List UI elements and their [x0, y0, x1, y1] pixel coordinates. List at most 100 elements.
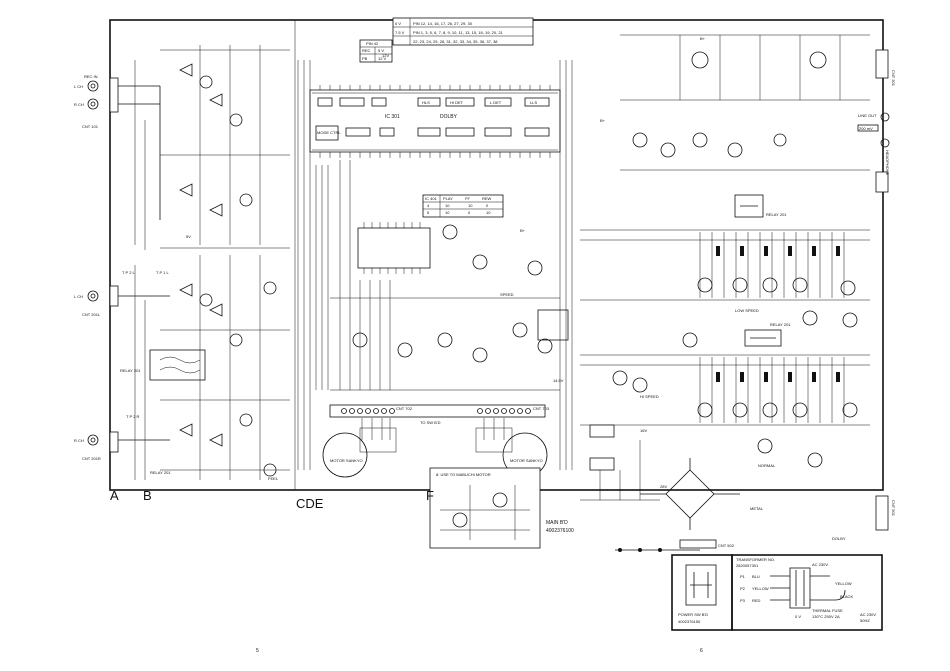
normal-label: NORMAL — [758, 463, 776, 468]
motor-left — [322, 432, 368, 478]
cnt201l-label: CNT 201L — [82, 312, 101, 317]
pin-table-r2c1: 22, 23, 24, 25, 28, 31, 32, 33, 34, 35, … — [413, 39, 498, 44]
metal-label: METAL — [750, 506, 764, 511]
fuse-spec: 130°C 250V 2A — [812, 614, 840, 619]
line-out-area: LINE OUT 200 mV CNT 301 CNT 501 — [857, 49, 896, 531]
cnt702-label: CNT 702 — [396, 406, 413, 411]
transformer-p1: P1 — [740, 574, 746, 579]
low-speed-label: LOW SPEED — [735, 308, 759, 313]
fuse-title: THERMAL FUSE — [812, 608, 843, 613]
power-sw-board: POWER SW B'D 4002376150 — [671, 554, 733, 631]
mode-ctrl-label: MODE CTRL — [317, 130, 341, 135]
hi-det-label: HI DET — [450, 100, 464, 105]
ic-table-r0c1: FF — [465, 196, 470, 201]
l-det-label: L DET — [490, 100, 502, 105]
power-sw-part: 4002376150 — [678, 619, 701, 624]
relay-201-label-b: RELAY 201 — [150, 470, 171, 475]
to-sw-bd-label: TO SW B'D — [420, 420, 441, 425]
transformer-yellow: YELLOW — [835, 581, 852, 586]
transformer-blu: BLU — [752, 574, 760, 579]
cnt101-label: CNT 101 — [82, 124, 99, 129]
ic-table-r2c1: 10 — [445, 210, 450, 215]
ic301-label: IC 301 — [385, 114, 400, 120]
mabuchi-note: 8: USE TO MABUCHI MOTOR — [436, 472, 491, 477]
ic-table-r1c3: 0 — [486, 203, 489, 208]
l-ch-label-mid: L CH — [74, 294, 83, 299]
relay-201-block: RELAY 201 RELAY 201 T P 2 R T P 2 L T P … — [120, 270, 206, 475]
transformer-black: BLACK — [840, 594, 853, 599]
line-out-value: 200 mV — [859, 126, 873, 131]
relay-201-label-a: RELAY 201 — [120, 368, 141, 373]
lls-label: LLS — [530, 100, 537, 105]
ic-table-r1c0: 4 — [427, 203, 430, 208]
speed-label: SPEED — [500, 292, 514, 297]
r-ch-label-top: R CH — [74, 102, 84, 107]
rec-in-label: REC IN — [84, 74, 98, 79]
cnt501-label: CNT 501 — [891, 500, 896, 517]
transformer-part: 2820057301 — [736, 563, 759, 568]
transformer-red: RED — [752, 598, 761, 603]
relay-right: RELAY 201 RELAY 201 — [734, 194, 791, 347]
power-sw-label: POWER SW B'D — [678, 612, 708, 617]
hls-label: HLS — [422, 100, 430, 105]
relay-201-label-d: RELAY 201 — [770, 322, 791, 327]
headphone-label: HEADPHONE — [885, 150, 890, 176]
ic-table-r1c2: 10 — [468, 203, 473, 208]
ic401-title: IC 401 — [425, 196, 438, 201]
mains-hz: 50HZ — [860, 618, 870, 623]
relay-201-label-c: RELAY 201 — [766, 212, 787, 217]
pin42-table: PIN 42 REC 5 V PB 12 V — [359, 39, 393, 63]
transformer-board: TRANSFORMER NO. 2820057301 AC 230V P1 P2… — [731, 554, 883, 631]
ic401-body — [357, 222, 431, 274]
pin42-r2c0: PB — [362, 56, 368, 61]
left-amplifier-wiring — [118, 45, 290, 480]
pin42-r1c0: REC — [362, 48, 371, 53]
motor-right-label: MOTOR SANKYO — [510, 458, 543, 463]
hi-speed-label: HI SPEED — [640, 394, 659, 399]
ic-table-r0c2: REW — [482, 196, 492, 201]
ic-table-r2c0: 5 — [427, 210, 430, 215]
transformer-p2: P2 — [740, 586, 746, 591]
feel-label: FEEL — [268, 476, 279, 481]
ic-table-r1c1: 10 — [445, 203, 450, 208]
pin-table-r0c0: 0 V — [395, 21, 401, 26]
b-plus-c: B+ — [600, 118, 606, 123]
section-cde: CDE — [296, 496, 324, 511]
ic401-state-table: IC 401 PLAY FF REW 4 10 10 0 5 10 0 10 — [422, 194, 504, 218]
mains-label: AC 230V — [860, 612, 876, 617]
power-bridge: 28V CNT 502 — [580, 424, 740, 552]
cnt703-label: CNT 703 — [533, 406, 550, 411]
pin42-title: PIN 42 — [366, 41, 379, 46]
transformer-yellow-p: YELLOW — [752, 586, 769, 591]
ic301-dolby-block: HLS HI DET L DET LLS IC 301 DOLBY MODE C… — [309, 85, 561, 158]
page-number-5: 5 — [256, 648, 259, 654]
transformer-ac: AC 230V — [812, 562, 828, 567]
pin-table-r1c1: PIN 1, 3, 5, 6, 7, 8, 9, 10, 11, 13, 15,… — [413, 30, 504, 35]
pin42-r1c1: 5 V — [378, 48, 384, 53]
section-f: F — [426, 488, 434, 503]
v-12: 12V — [382, 53, 389, 58]
mid-transistor-cluster — [352, 224, 569, 363]
v-14-5: 14.5V — [553, 378, 564, 383]
left-input-jacks: L CH R CH L CH R CH REC IN CNT 101 CNT 2… — [74, 74, 119, 461]
ic-table-r2c2: 0 — [468, 210, 471, 215]
right-transistor-rows — [580, 229, 870, 468]
b-plus-28v: 28V — [660, 484, 667, 489]
tp1l-label: T P 1 L — [156, 270, 170, 275]
main-bd-label: MAIN B'D — [546, 520, 568, 526]
section-b: B — [143, 488, 152, 503]
dolby-label: DOLBY — [440, 114, 458, 120]
transformer-p3: P3 — [740, 598, 746, 603]
pin-table-r0c1: PIN 12, 14, 16, 17, 26, 27, 29, 30 — [413, 21, 473, 26]
cnt201r-label: CNT 201R — [82, 456, 101, 461]
line-out-label: LINE OUT — [858, 113, 877, 118]
b-plus-b: B+ — [700, 36, 706, 41]
page-number-6: 6 — [700, 648, 703, 654]
b-plus-a: B+ — [520, 228, 526, 233]
dolby-switch-label: DOLBY — [832, 536, 846, 541]
motor-area: CNT 702 CNT 703 TO SW B'D MOTOR SANKYO M… — [322, 404, 550, 478]
tp2l-label: T P 2 L — [122, 270, 136, 275]
transformer-title: TRANSFORMER NO. — [736, 557, 775, 562]
